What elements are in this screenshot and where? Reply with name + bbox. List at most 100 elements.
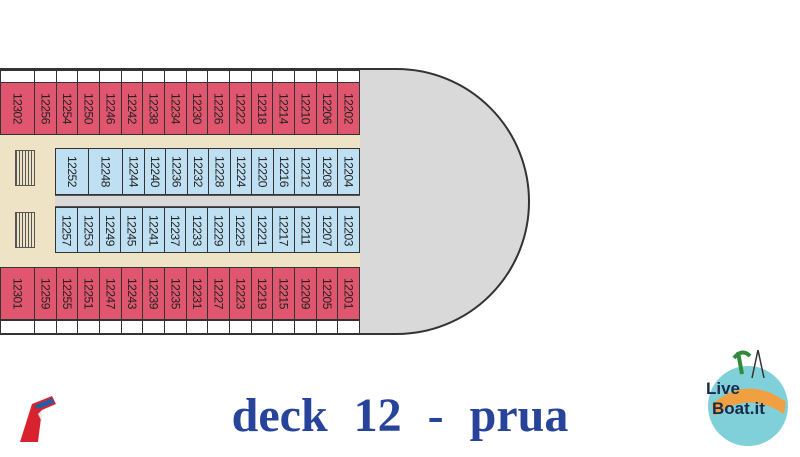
cabin-number: 12254: [59, 93, 74, 124]
cabin-12252[interactable]: 12252: [55, 148, 89, 195]
cabin-12222[interactable]: 12222: [229, 82, 252, 135]
cabin-number: 12301: [10, 278, 25, 309]
cabin-number: 12230: [189, 93, 204, 124]
cabin-12206[interactable]: 12206: [315, 82, 339, 135]
cabin-12249[interactable]: 12249: [98, 207, 122, 253]
deck-cell: [55, 320, 79, 334]
cabin-12204[interactable]: 12204: [337, 148, 360, 195]
cabin-number: 12223: [233, 278, 248, 309]
cabin-12248[interactable]: 12248: [88, 148, 123, 195]
cabin-12227[interactable]: 12227: [207, 267, 230, 320]
cabin-12236[interactable]: 12236: [165, 148, 188, 195]
cabin-12228[interactable]: 12228: [208, 148, 231, 195]
cabin-12234[interactable]: 12234: [164, 82, 187, 135]
cabin-number: 12219: [254, 278, 269, 309]
cabin-12255[interactable]: 12255: [55, 267, 79, 320]
stairs-icon: [15, 150, 35, 186]
cabin-12235[interactable]: 12235: [164, 267, 187, 320]
cabin-12224[interactable]: 12224: [229, 148, 253, 195]
cabin-12240[interactable]: 12240: [143, 148, 167, 195]
cabin-12231[interactable]: 12231: [185, 267, 209, 320]
cabin-number: 12241: [146, 214, 161, 246]
cabin-number: 12246: [103, 93, 118, 124]
cabin-12254[interactable]: 12254: [55, 82, 79, 135]
cabin-number: 12204: [341, 156, 356, 187]
cabin-12246[interactable]: 12246: [99, 82, 122, 135]
cabin-12245[interactable]: 12245: [120, 207, 144, 253]
cabin-number: 12242: [124, 93, 139, 124]
cabin-12217[interactable]: 12217: [272, 207, 295, 253]
cabin-number: 12253: [81, 214, 96, 246]
cabin-number: 12236: [169, 156, 184, 187]
cabin-12238[interactable]: 12238: [142, 82, 165, 135]
cabin-number: 12214: [276, 93, 291, 124]
deck-cell: [337, 320, 360, 334]
cabin-12253[interactable]: 12253: [77, 207, 100, 253]
cabin-number: 12222: [233, 93, 248, 124]
cabin-12241[interactable]: 12241: [142, 207, 165, 253]
cabin-12209[interactable]: 12209: [294, 267, 317, 320]
cabin-12232[interactable]: 12232: [186, 148, 210, 195]
cabin-12250[interactable]: 12250: [77, 82, 100, 135]
cabin-12229[interactable]: 12229: [207, 207, 230, 253]
cabin-number: 12250: [81, 93, 96, 124]
cabin-12210[interactable]: 12210: [294, 82, 317, 135]
cabin-12202[interactable]: 12202: [337, 82, 360, 135]
deck-cell: [185, 320, 209, 334]
cabin-12216[interactable]: 12216: [272, 148, 296, 195]
cabin-12233[interactable]: 12233: [185, 207, 209, 253]
cabin-12212[interactable]: 12212: [294, 148, 317, 195]
cabin-12259[interactable]: 12259: [34, 267, 57, 320]
deck-cell: [0, 320, 35, 334]
cabin-12256[interactable]: 12256: [34, 82, 57, 135]
cabin-number: 12211: [298, 215, 313, 245]
cabin-12230[interactable]: 12230: [185, 82, 209, 135]
deck-title: deck 12 - prua: [231, 389, 569, 442]
cabin-12302[interactable]: 12302: [0, 82, 35, 135]
cabin-12218[interactable]: 12218: [250, 82, 274, 135]
cabin-12208[interactable]: 12208: [315, 148, 339, 195]
cabin-12215[interactable]: 12215: [272, 267, 295, 320]
cabin-12247[interactable]: 12247: [99, 267, 122, 320]
bow-area: [340, 68, 530, 335]
cabin-12239[interactable]: 12239: [142, 267, 165, 320]
center-corridor: [55, 195, 360, 207]
cabin-12225[interactable]: 12225: [228, 207, 252, 253]
cabin-number: 12239: [146, 278, 161, 309]
cabin-number: 12221: [254, 214, 269, 246]
cabin-12237[interactable]: 12237: [163, 207, 187, 253]
cabin-12203[interactable]: 12203: [337, 207, 360, 253]
cabin-number: 12208: [320, 156, 335, 187]
cabin-number: 12247: [103, 278, 118, 309]
cabin-number: 12248: [98, 156, 113, 187]
cabin-number: 12207: [319, 214, 334, 246]
cabin-12219[interactable]: 12219: [250, 267, 274, 320]
cabin-12207[interactable]: 12207: [315, 207, 339, 253]
deck-cell: [164, 320, 187, 334]
cabin-number: 12237: [168, 214, 183, 246]
cabin-12251[interactable]: 12251: [77, 267, 100, 320]
cabin-number: 12217: [276, 214, 291, 246]
cabin-number: 12226: [211, 93, 226, 124]
cabin-12257[interactable]: 12257: [55, 207, 78, 253]
cabin-12211[interactable]: 12211: [293, 207, 317, 253]
cabin-12242[interactable]: 12242: [120, 82, 144, 135]
cabin-12205[interactable]: 12205: [315, 267, 339, 320]
cabin-number: 12249: [103, 214, 118, 246]
cabin-12220[interactable]: 12220: [251, 148, 274, 195]
cabin-12244[interactable]: 12244: [122, 148, 145, 195]
cabin-12243[interactable]: 12243: [120, 267, 144, 320]
deck-cell: [294, 320, 317, 334]
cabin-number: 12220: [255, 156, 270, 187]
deck-cell: [315, 320, 339, 334]
cabin-12214[interactable]: 12214: [272, 82, 295, 135]
deck-cell: [229, 320, 252, 334]
cabin-number: 12255: [59, 278, 74, 309]
cabin-12226[interactable]: 12226: [207, 82, 230, 135]
cabin-number: 12243: [124, 278, 139, 309]
cabin-number: 12233: [189, 214, 204, 246]
cabin-12301[interactable]: 12301: [0, 267, 35, 320]
cabin-12221[interactable]: 12221: [250, 207, 274, 253]
cabin-12201[interactable]: 12201: [337, 267, 360, 320]
cabin-12223[interactable]: 12223: [229, 267, 252, 320]
